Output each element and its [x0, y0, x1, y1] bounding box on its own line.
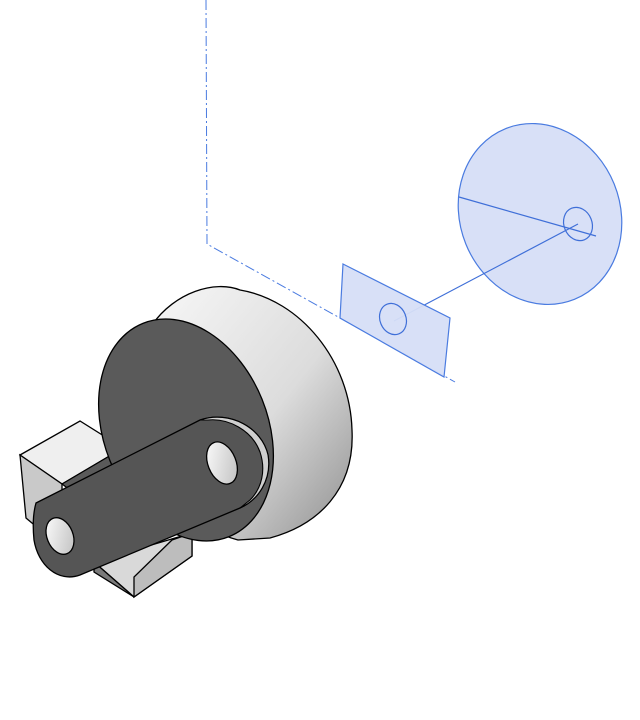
sketch-plane-small[interactable] — [339, 263, 451, 378]
sketch-circle-large[interactable] — [431, 99, 640, 330]
sketch-diameter-line[interactable] — [458, 196, 597, 237]
sketch-circle-small-far[interactable] — [559, 203, 598, 245]
arm-bore-hole-small[interactable] — [41, 514, 79, 559]
crank-arm[interactable] — [32, 416, 270, 578]
arm-bore-hole-large[interactable] — [201, 437, 243, 488]
sketch-circle-small-near[interactable] — [375, 299, 411, 338]
